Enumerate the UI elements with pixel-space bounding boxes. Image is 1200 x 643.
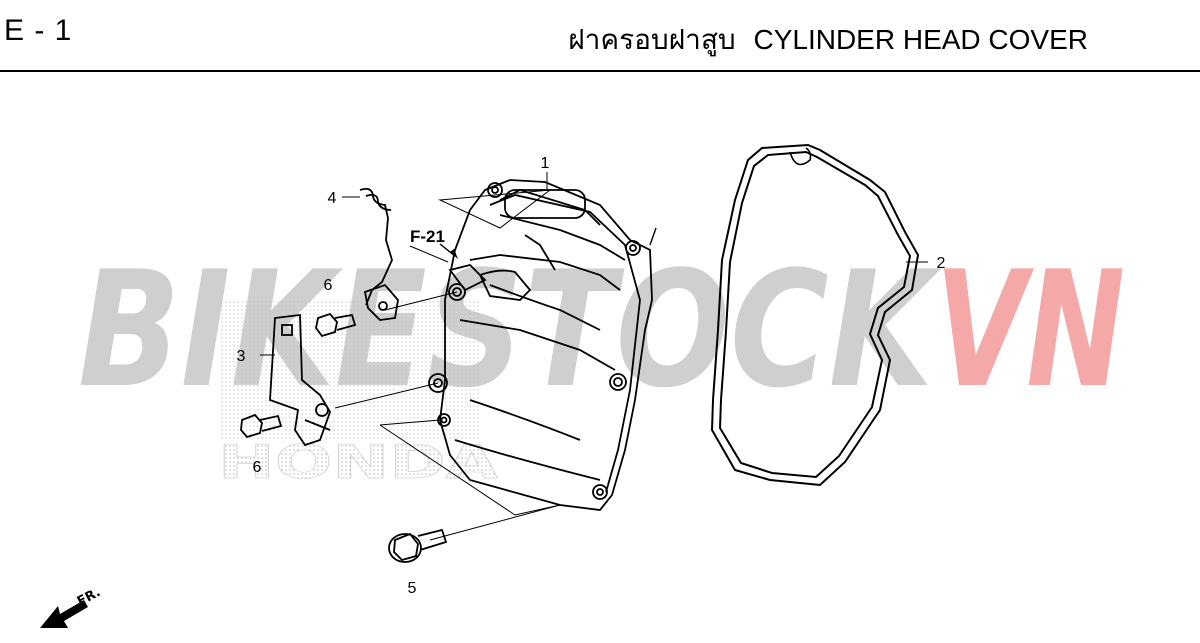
bolt-part-6-lower: [240, 413, 283, 439]
front-label: FR.: [75, 585, 103, 610]
bolt-part-6-upper: [315, 312, 357, 338]
wire-clip-part-4: [359, 187, 399, 321]
callout-numbers: 1 2 3 4 5 6 6 F-21: [237, 155, 946, 597]
watermark-grey-text: BIKESTOCK: [78, 236, 941, 423]
dotted-shading: [220, 300, 480, 440]
callout-3: 3: [237, 348, 246, 365]
reference-label: F-21: [410, 227, 445, 246]
callout-1: 1: [541, 155, 550, 172]
callout-2: 2: [937, 255, 946, 272]
title-thai: ฝาครอบฝาสูบ: [568, 24, 736, 55]
gasket-part-2: [710, 143, 920, 487]
header-divider: [0, 70, 1200, 72]
honda-watermark: HONDA: [218, 435, 499, 489]
title-english: CYLINDER HEAD COVER: [753, 24, 1088, 55]
watermark-red-text: VN: [935, 236, 1125, 423]
flange-bolt-part-5: [388, 528, 448, 563]
page-title: ฝาครอบฝาสูบ CYLINDER HEAD COVER: [558, 18, 1088, 62]
cylinder-head-cover-part-1: [428, 179, 657, 511]
callout-5: 5: [408, 580, 417, 597]
callout-6-lower: 6: [253, 459, 262, 476]
leader-lines: [260, 172, 928, 541]
callout-4: 4: [328, 190, 337, 207]
callout-6-upper: 6: [324, 277, 333, 294]
bracket-part-3: [269, 313, 331, 447]
section-code: E - 1: [4, 14, 73, 47]
reference-arrow: [439, 243, 458, 259]
front-direction-arrow: FR.: [40, 585, 103, 628]
watermark: BIKESTOCK VN HONDA: [78, 236, 1125, 489]
